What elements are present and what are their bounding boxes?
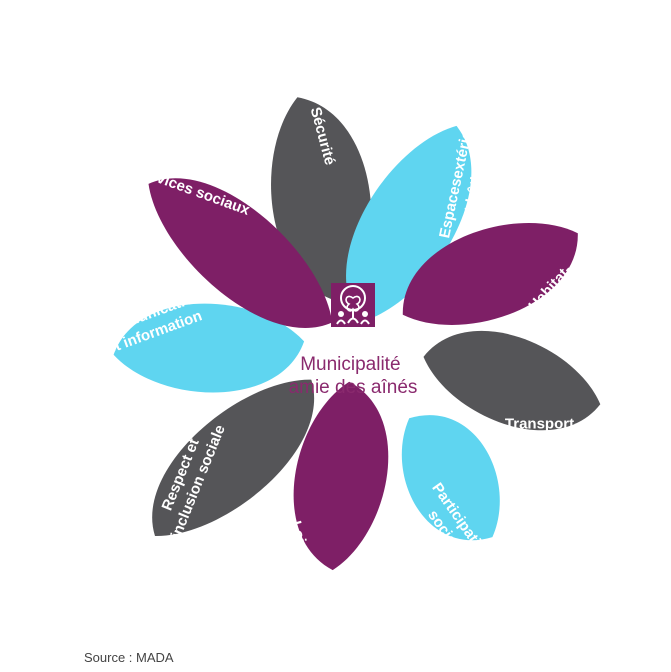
center-title-line-2: amie des aînés [289, 377, 418, 398]
tree-with-people-icon [331, 283, 375, 327]
source-note: Source : MADA [84, 650, 174, 665]
petal-shape-transport-mobilite [423, 330, 601, 431]
petal-shape-espaces-exterieurs [346, 125, 472, 322]
center-title: Municipalité amie des aînés [289, 354, 418, 398]
petal-habitat-milieu-de-vie: Habitat-milieu de vie [402, 223, 601, 340]
petal-transport-mobilite: Transport-mobilité [423, 330, 601, 452]
petal-shape-loisirs [293, 381, 389, 571]
petal-shape-sante-services-sociaux [148, 178, 333, 329]
center-emblem: Municipalité amie des aînés [289, 283, 418, 398]
petal-shape-participation-sociale [401, 415, 500, 541]
petal-label-line: mobilité [513, 435, 571, 452]
petal-shape-communication [113, 303, 305, 393]
petal-respect-inclusion: Respect etinclusion sociale [152, 379, 315, 541]
center-title-line-1: Municipalité [300, 354, 400, 375]
petal-shape-habitat-milieu-de-vie [402, 223, 578, 325]
petal-participation-sociale: Participationsociale [401, 415, 500, 564]
petal-label-line: Transport- [505, 416, 579, 433]
petal-label-transport-mobilite: Transport-mobilité [505, 416, 579, 452]
petal-shape-respect-inclusion [152, 379, 315, 537]
